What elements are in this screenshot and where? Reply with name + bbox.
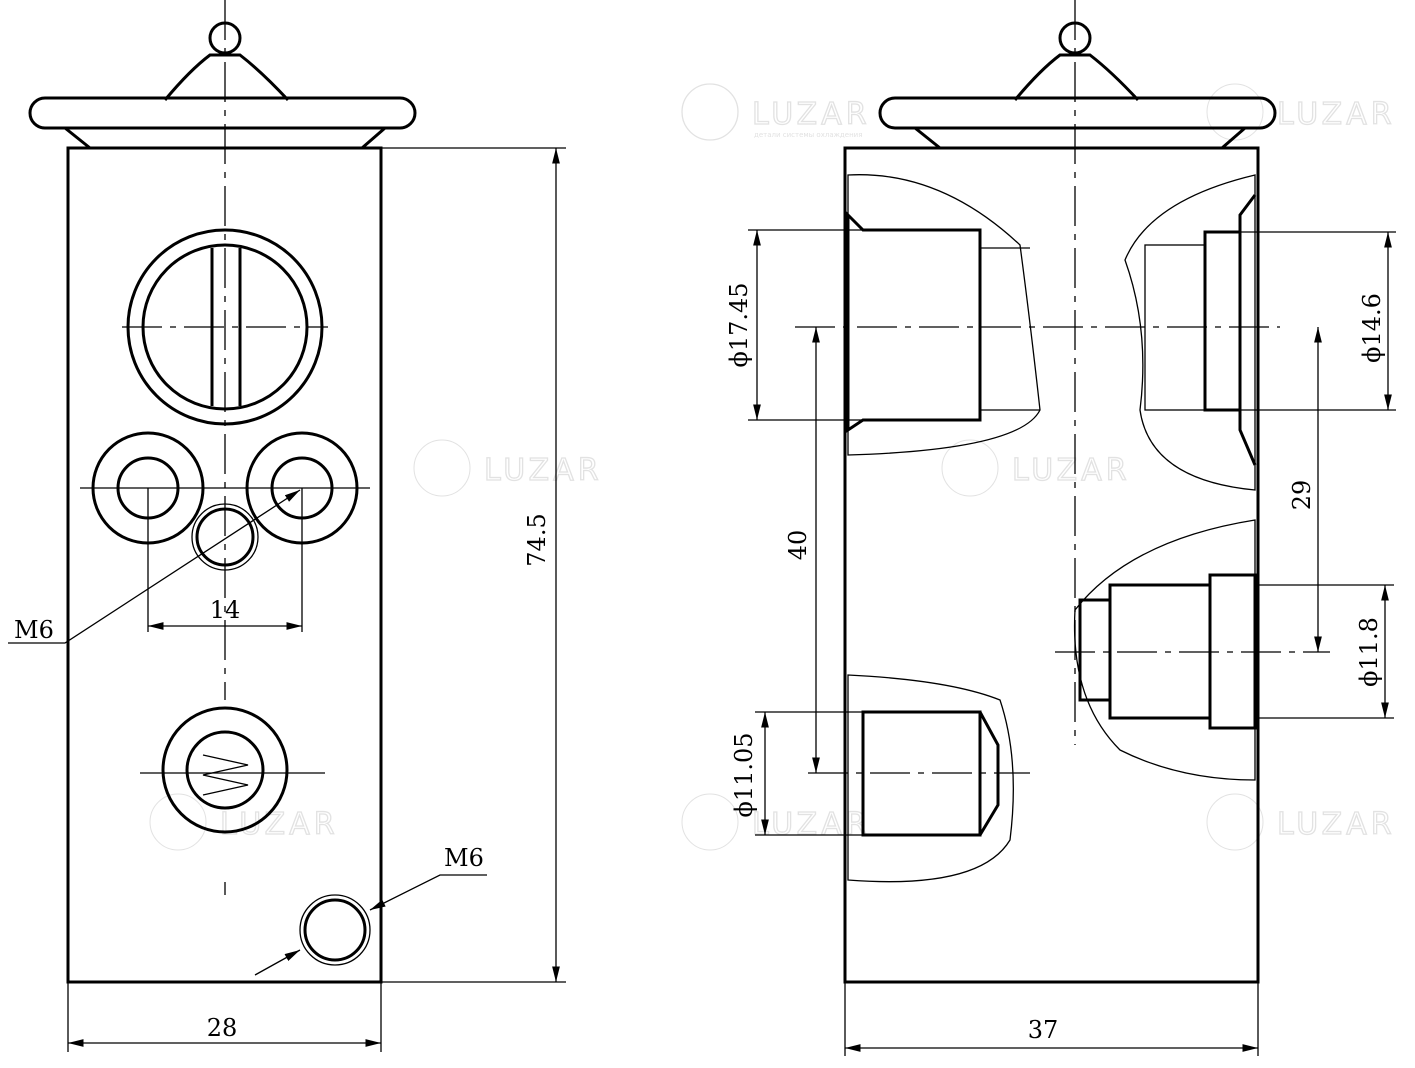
dim-left-spacing: 40	[784, 327, 820, 773]
svg-text:ϕ14.6: ϕ14.6	[1358, 293, 1386, 363]
svg-text:29: 29	[1288, 480, 1316, 511]
svg-text:28: 28	[207, 1014, 238, 1042]
dim-inlet-diameter: ϕ17.45	[725, 229, 863, 421]
svg-text:LUZAR: LUZAR	[1277, 807, 1396, 842]
valve-body-section	[843, 146, 1260, 984]
svg-text:LUZAR: LUZAR	[752, 97, 871, 132]
thread-label-m6-upper: M6	[14, 616, 54, 644]
dim-outlet-lower-diameter: ϕ11.8	[1255, 584, 1394, 719]
svg-text:40: 40	[784, 530, 812, 561]
dim-section-width: 37	[844, 982, 1259, 1056]
svg-text:LUZAR: LUZAR	[1277, 97, 1396, 132]
bottom-thread-hole: M6	[254, 844, 487, 976]
svg-text:ϕ11.05: ϕ11.05	[730, 732, 758, 817]
dim-inlet-lower-diameter: ϕ11.05	[730, 711, 863, 836]
svg-text:LUZAR: LUZAR	[1012, 453, 1131, 488]
front-view: 14 M6 M6 74.5 28	[8, 0, 566, 1052]
svg-text:LUZAR: LUZAR	[752, 807, 871, 842]
svg-text:74.5: 74.5	[523, 513, 551, 566]
width-dimension: 28	[67, 982, 382, 1052]
svg-text:37: 37	[1028, 1016, 1059, 1044]
svg-text:ϕ11.8: ϕ11.8	[1355, 617, 1383, 687]
valve-cap	[28, 21, 417, 150]
inlet-port	[122, 228, 328, 426]
port-spacing-dim: 14	[210, 596, 241, 624]
svg-text:LUZAR: LUZAR	[484, 453, 603, 488]
svg-text:ϕ17.45: ϕ17.45	[725, 282, 753, 367]
svg-text:LUZAR: LUZAR	[220, 807, 339, 842]
height-dimension: 74.5	[381, 147, 566, 983]
valve-cap-section	[878, 21, 1277, 150]
small-ports: 14 M6	[8, 431, 370, 644]
section-view: ϕ17.45 40 ϕ14.6 29 ϕ11.8 ϕ11.05 37	[725, 0, 1396, 1056]
thread-label-m6-lower: M6	[444, 844, 484, 872]
svg-text:детали системы охлаждения: детали системы охлаждения	[754, 131, 862, 139]
dim-upper-spacing: 29	[1288, 327, 1322, 652]
dim-outlet-upper-diameter: ϕ14.6	[1240, 231, 1396, 411]
spring-port	[140, 706, 325, 895]
